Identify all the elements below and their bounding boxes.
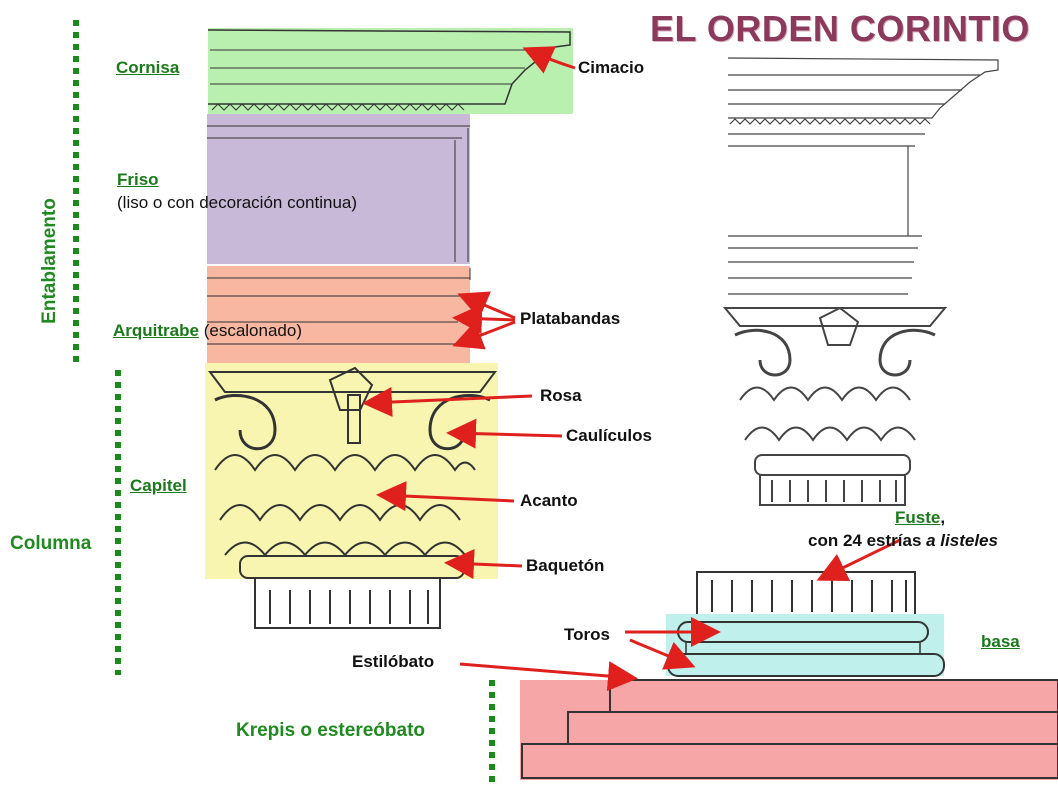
right-entablature — [722, 57, 999, 506]
label-friso-note: (liso o con decoración continua) — [117, 193, 358, 212]
arrow-platabanda-3 — [452, 320, 516, 350]
label-arquitrabe-note: (escalonado) — [203, 321, 302, 340]
basa-block — [666, 614, 945, 677]
arrow-fuste — [816, 538, 901, 581]
arquitrabe-block — [207, 266, 471, 363]
arrow-platabanda-2 — [452, 303, 516, 334]
label-arquitrabe: Arquitrabe — [113, 321, 199, 340]
fuste-stub-left — [254, 577, 441, 629]
label-toros: Toros — [564, 625, 610, 644]
label-cornisa: Cornisa — [116, 58, 180, 77]
arrow-toros-2 — [629, 638, 696, 670]
label-fuste: Fuste — [895, 508, 941, 527]
krepis-block — [520, 679, 1058, 780]
annotation-arrows — [362, 46, 901, 692]
friso-block — [207, 114, 470, 264]
label-acanto: Acanto — [520, 491, 578, 510]
label-rosa: Rosa — [540, 386, 582, 405]
arrow-platabanda-1 — [457, 291, 516, 320]
label-basa: basa — [981, 632, 1020, 651]
label-fuste-note: con 24 estrías a listeles — [808, 531, 998, 551]
right-fuste — [696, 571, 916, 617]
group-label-columna: Columna — [10, 533, 92, 554]
label-estilobato: Estilóbato — [352, 652, 435, 671]
arrow-caliculos — [446, 418, 563, 449]
label-capitel: Capitel — [130, 476, 187, 495]
label-platabandas: Platabandas — [520, 309, 621, 328]
arrow-rosa — [362, 386, 533, 417]
label-fuste-line: Fuste, — [895, 508, 945, 528]
label-fuste-comma: , — [940, 508, 946, 527]
label-fuste-note-b: a listeles — [926, 531, 998, 550]
group-label-krepis: Krepis o estereóbato — [236, 720, 425, 741]
label-arquitrabe-line: Arquitrabe (escalonado) — [113, 321, 302, 341]
arrow-cimacio — [522, 46, 576, 74]
label-fuste-note-a: con 24 estrías — [808, 531, 927, 550]
arrow-baqueton — [444, 549, 523, 579]
label-caliculos: Caulículos — [566, 426, 652, 445]
capitel-block — [205, 363, 498, 579]
arrow-estilobato — [459, 661, 638, 692]
arrow-acanto — [376, 481, 515, 512]
group-label-entablamento: Entablamento — [39, 198, 60, 324]
label-friso: Friso — [117, 170, 159, 189]
label-baqueton: Baquetón — [526, 556, 605, 575]
label-cimacio: Cimacio — [578, 58, 645, 77]
cornisa-block — [207, 28, 573, 114]
page-title: EL ORDEN CORINTIO — [650, 8, 1030, 49]
